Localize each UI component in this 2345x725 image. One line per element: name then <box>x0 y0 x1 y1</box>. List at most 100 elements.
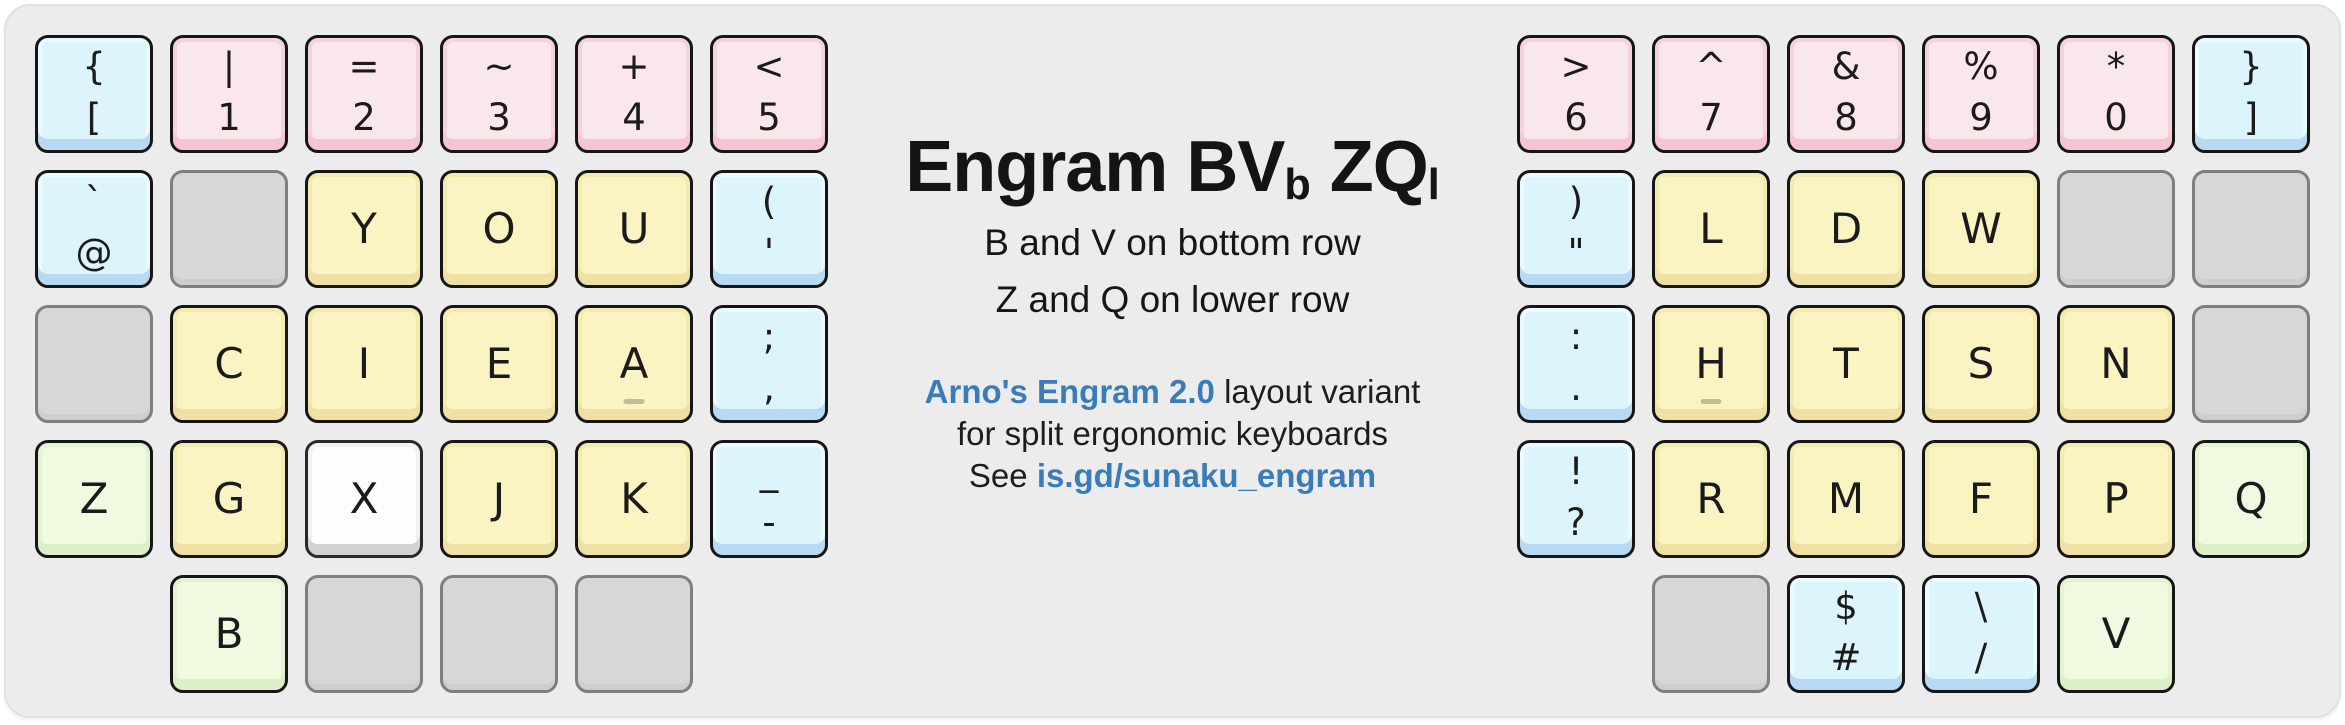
key-shift-symbol: } <box>2239 45 2263 88</box>
key-base-symbol: [ <box>86 96 102 139</box>
key-j: J <box>440 440 558 558</box>
key-base-symbol: # <box>1830 636 1862 679</box>
key-exclaim-question: !? <box>1517 440 1635 558</box>
layout-title: Engram BVb ZQl <box>0 122 2345 222</box>
key-base-symbol: 6 <box>1564 96 1588 139</box>
key-letter: O <box>482 204 516 253</box>
key-letter: J <box>492 474 506 523</box>
description-line-2: for split ergonomic keyboards <box>956 415 1389 452</box>
key-base-symbol: - <box>762 501 776 544</box>
key-s: S <box>1922 305 2040 423</box>
key-underscore-hyphen: _- <box>710 440 828 558</box>
subtitle-line-2: Z and Q on lower row <box>995 279 1350 320</box>
key-blank <box>305 575 423 693</box>
key-letter: L <box>1699 204 1723 253</box>
sunaku-engram-link[interactable]: is.gd/sunaku_engram <box>1036 457 1377 494</box>
key-shift-symbol: & <box>1831 45 1861 88</box>
key-o: O <box>440 170 558 288</box>
key-letter: T <box>1833 339 1859 388</box>
key-p: P <box>2057 440 2175 558</box>
key-letter: W <box>1960 204 2002 253</box>
key-letter: H <box>1695 339 1727 388</box>
key-shift-symbol: ! <box>1568 450 1584 493</box>
description-line-3: See is.gd/sunaku_engram <box>0 456 2345 496</box>
key-9: %9 <box>1922 35 2040 153</box>
key-letter: R <box>1696 474 1726 523</box>
description-line-3-prefix: See <box>968 457 1037 494</box>
key-blank <box>1652 575 1770 693</box>
key-base-symbol: . <box>1570 366 1582 409</box>
key-d: D <box>1787 170 1905 288</box>
key-q: Q <box>2192 440 2310 558</box>
key-shift-symbol: { <box>82 45 106 88</box>
key-shift-symbol: ( <box>761 180 777 223</box>
key-blank <box>170 170 288 288</box>
key-shift-symbol: \ <box>1974 585 1988 628</box>
key-letter: X <box>349 474 379 523</box>
key-blank <box>575 575 693 693</box>
key-blank <box>2192 170 2310 288</box>
key-letter: G <box>212 474 246 523</box>
key-t: T <box>1787 305 1905 423</box>
home-row-bump <box>1700 399 1722 404</box>
key-blank <box>35 305 153 423</box>
home-row-bump <box>623 399 645 404</box>
key-r: R <box>1652 440 1770 558</box>
key-base-symbol: ' <box>763 231 775 274</box>
key-e: E <box>440 305 558 423</box>
key-shift-symbol: ; <box>762 315 776 358</box>
key-z: Z <box>35 440 153 558</box>
key-k: K <box>575 440 693 558</box>
key-4: +4 <box>575 35 693 153</box>
key-blank <box>2057 170 2175 288</box>
key-semicolon-comma: ;, <box>710 305 828 423</box>
key-shift-symbol: % <box>1963 45 1999 88</box>
key-g: G <box>170 440 288 558</box>
key-base-symbol: , <box>763 366 775 409</box>
key-letter: Y <box>351 204 377 253</box>
key-shift-symbol: _ <box>759 450 779 493</box>
key-letter: A <box>619 339 649 388</box>
key-base-symbol: 8 <box>1834 96 1858 139</box>
key-shift-symbol: + <box>618 45 650 88</box>
key-1: |1 <box>170 35 288 153</box>
key-w: W <box>1922 170 2040 288</box>
description-line-1-rest: layout variant <box>1214 373 1421 410</box>
description-line-1: Arno's Engram 2.0 layout variant <box>0 372 2345 412</box>
key-n: N <box>2057 305 2175 423</box>
key-letter: P <box>2103 474 2129 523</box>
key-base-symbol: ] <box>2243 96 2259 139</box>
key-c: C <box>170 305 288 423</box>
key-letter: B <box>214 609 244 658</box>
key-6: >6 <box>1517 35 1635 153</box>
key-base-symbol: 0 <box>2104 96 2128 139</box>
key-shift-symbol: : <box>1569 315 1583 358</box>
key-letter: Z <box>79 474 109 523</box>
key-5: <5 <box>710 35 828 153</box>
key-shift-symbol: * <box>2106 45 2126 88</box>
key-base-symbol: ? <box>1566 501 1586 544</box>
key-shift-symbol: $ <box>1834 585 1858 628</box>
key-colon-period: :. <box>1517 305 1635 423</box>
key-v: V <box>2057 575 2175 693</box>
key-letter: F <box>1968 474 1994 523</box>
title-subscript-l: l <box>1427 161 1440 210</box>
engram-2-link[interactable]: Arno's Engram 2.0 <box>924 373 1215 410</box>
key-shift-symbol: > <box>1560 45 1592 88</box>
key-shift-symbol: ) <box>1568 180 1584 223</box>
key-base-symbol: 4 <box>622 96 646 139</box>
key-base-symbol: 1 <box>217 96 241 139</box>
key-letter: I <box>357 339 371 388</box>
key-3: ~3 <box>440 35 558 153</box>
title-part2: ZQ <box>1310 127 1429 207</box>
key-shift-symbol: | <box>222 45 236 88</box>
key-x: X <box>305 440 423 558</box>
key-i: I <box>305 305 423 423</box>
key-m: M <box>1787 440 1905 558</box>
key-dollar-hash: $# <box>1787 575 1905 693</box>
key-letter: C <box>214 339 244 388</box>
key-0: *0 <box>2057 35 2175 153</box>
key-shift-symbol: = <box>348 45 380 88</box>
